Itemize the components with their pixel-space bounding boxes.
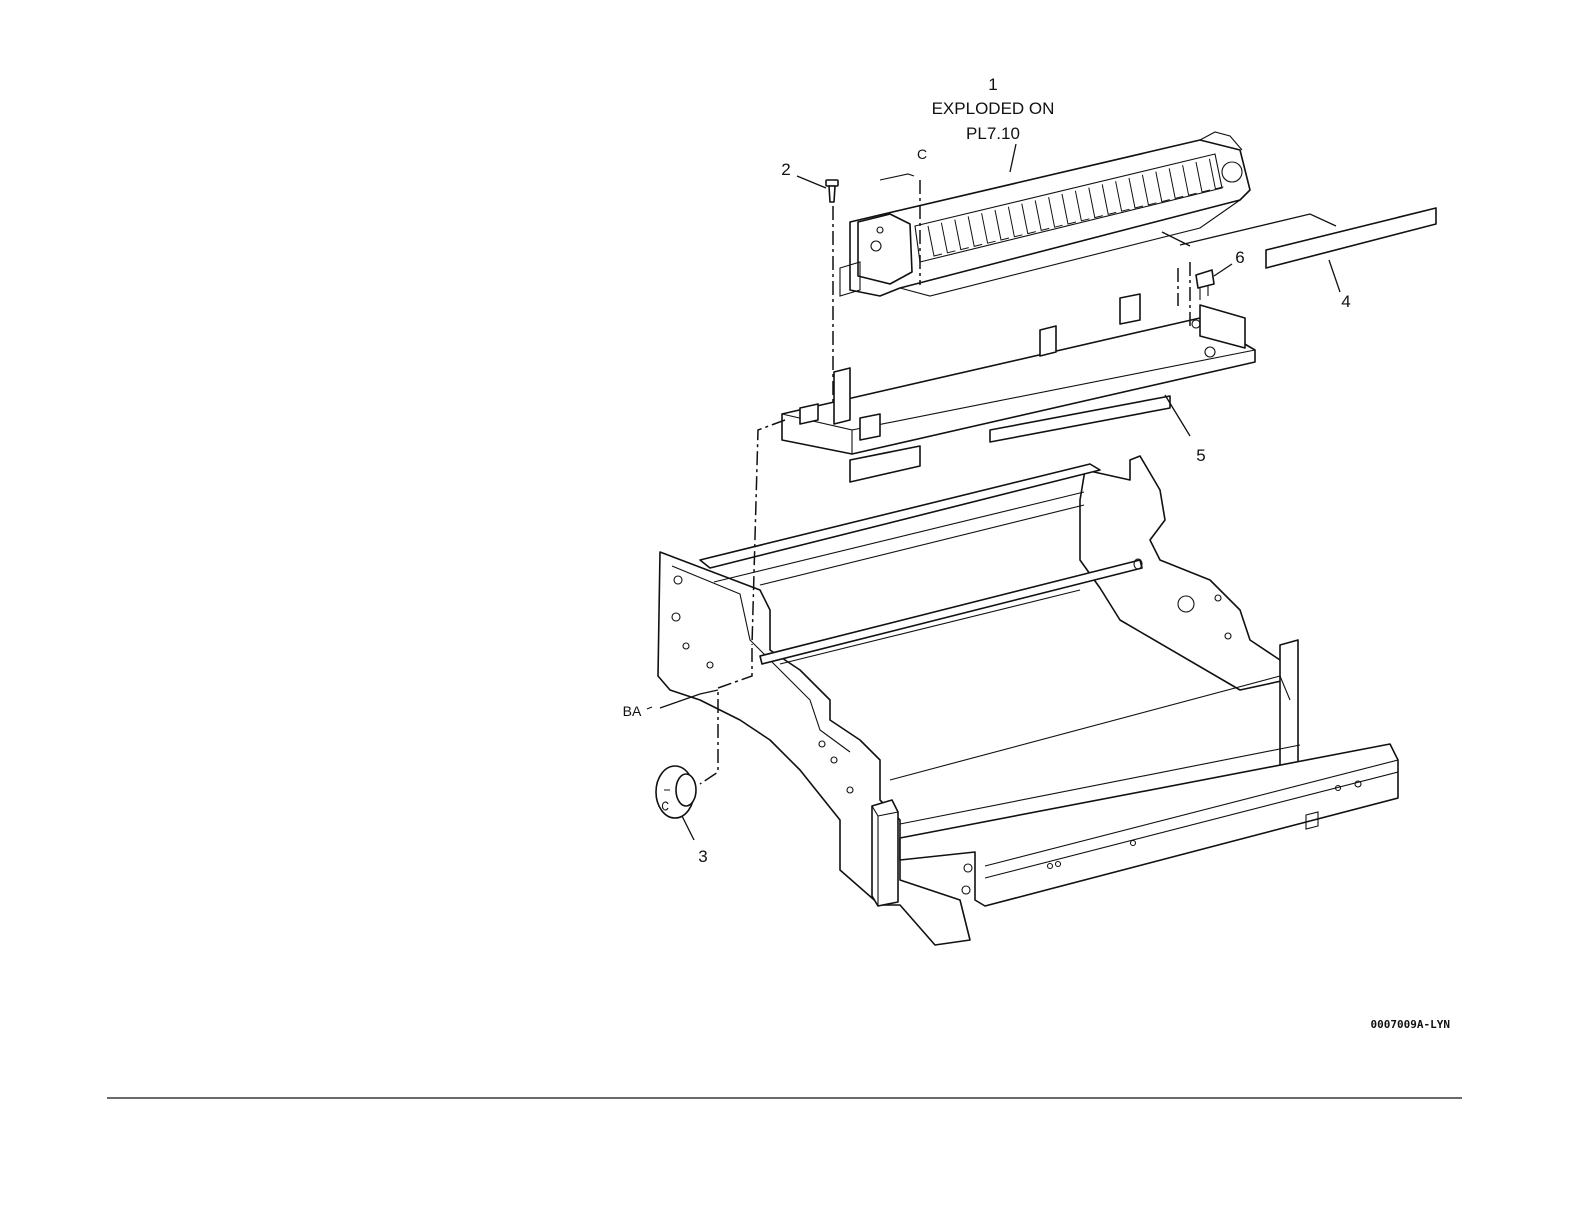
callout-5: 5 <box>1196 446 1205 465</box>
part-4-label-strip <box>1180 208 1436 268</box>
callout-2: 2 <box>781 160 790 179</box>
main-frame <box>658 456 1398 945</box>
part-2-screw <box>826 180 838 202</box>
part-6-bracket <box>1196 270 1214 300</box>
callout-3: 3 <box>698 847 707 866</box>
reference-c: C <box>917 146 927 162</box>
part-5-mounting-plate <box>782 294 1255 482</box>
callout-1: 1 <box>988 75 997 94</box>
callout-1-note: EXPLODED ON <box>932 99 1055 118</box>
callout-4: 4 <box>1341 292 1350 311</box>
part-3-knob <box>656 766 696 818</box>
callout-6: 6 <box>1235 248 1244 267</box>
part-1-roller-assembly <box>840 132 1250 296</box>
figure-code: 0007009A-LYN <box>1371 1018 1450 1031</box>
callout-1-page-ref: PL7.10 <box>966 124 1020 143</box>
reference-ba: BA <box>623 703 642 719</box>
